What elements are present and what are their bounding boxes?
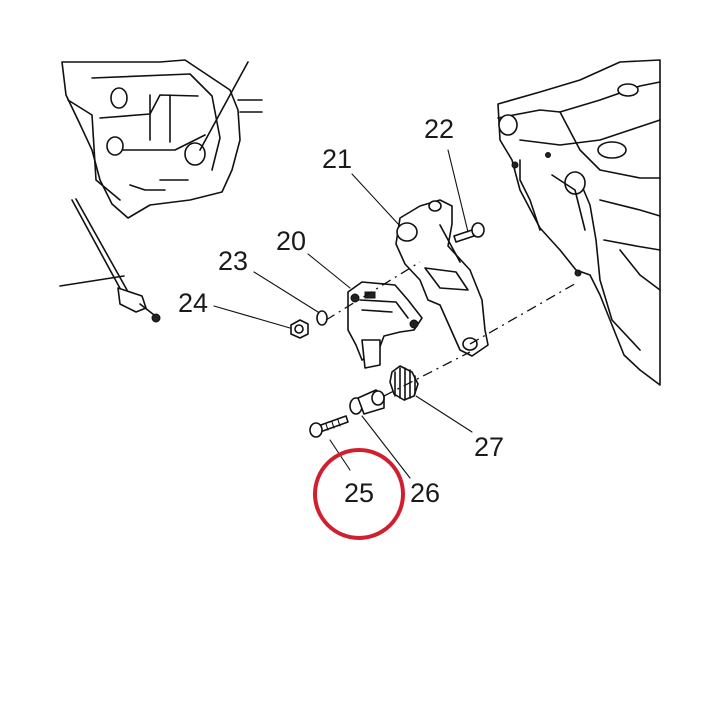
callout-27: 27 [474, 432, 504, 462]
callout-26: 26 [410, 478, 440, 508]
bolt-25 [309, 415, 349, 438]
bolt-22 [453, 222, 485, 243]
upper-bracket-assembly [61, 59, 263, 219]
callout-24: 24 [178, 288, 208, 318]
alignment-line-upper [325, 261, 421, 321]
spacer-26 [349, 389, 385, 415]
leader-lines [213, 149, 473, 479]
callout-21: 21 [322, 144, 352, 174]
callout-22: 22 [424, 114, 454, 144]
sensor-unit [347, 281, 423, 369]
callout-23: 23 [218, 246, 248, 276]
washer-23 [316, 310, 328, 326]
cable-tie [59, 198, 161, 323]
callout-20: 20 [276, 226, 306, 256]
gear-27 [389, 365, 419, 401]
mounting-bracket [395, 199, 489, 357]
callout-25: 25 [344, 478, 374, 508]
nut-24 [290, 319, 309, 339]
frame-structure [497, 59, 661, 386]
alignment-line-lower [469, 281, 579, 345]
highlight-circle [313, 448, 405, 540]
alignment-line-gear [383, 351, 471, 397]
